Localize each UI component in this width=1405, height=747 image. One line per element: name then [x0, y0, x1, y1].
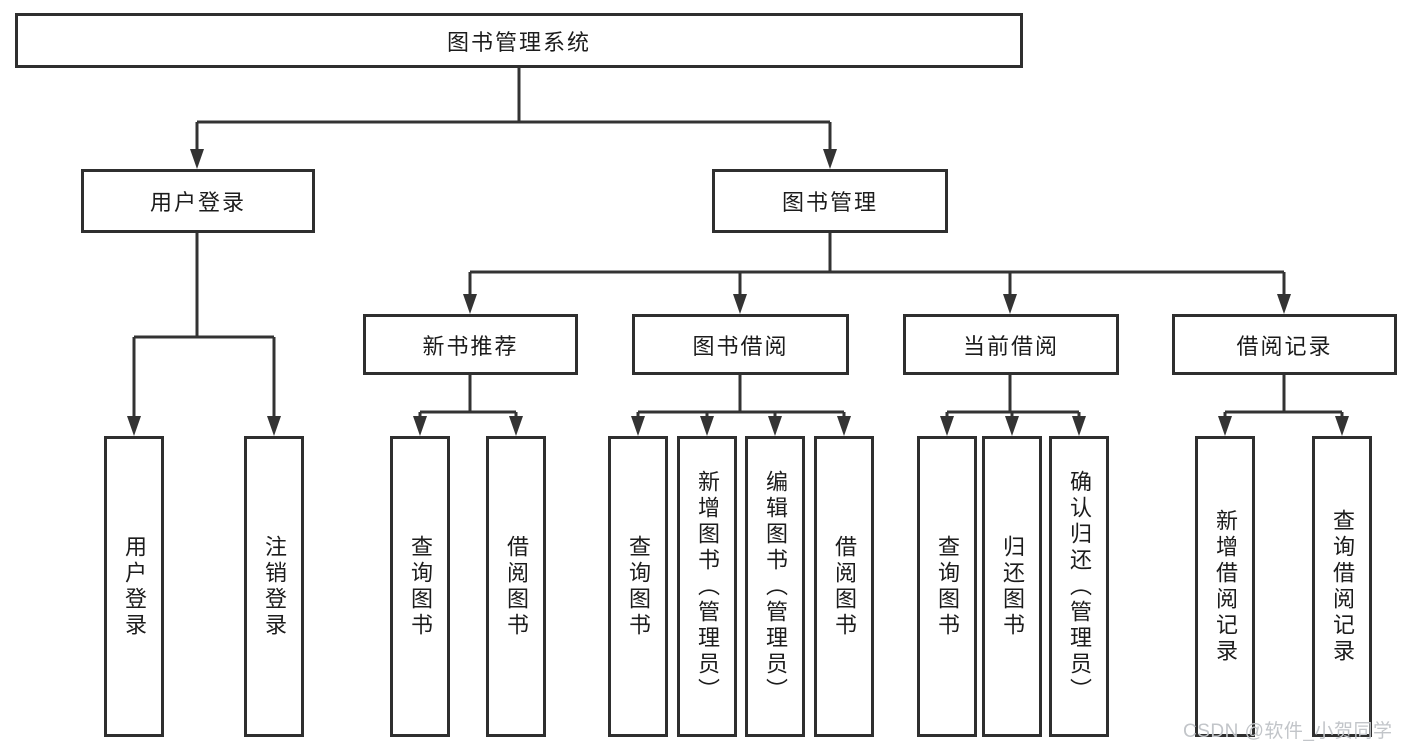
leaf-query-borrow-record: 查询借阅记录: [1312, 436, 1372, 737]
arrow-icon: [700, 416, 714, 436]
leaf-return-books: 归还图书: [982, 436, 1042, 737]
arrow-icon: [631, 416, 645, 436]
arrow-icon: [463, 294, 477, 314]
leaf-add-borrow-record: 新增借阅记录: [1195, 436, 1255, 737]
arrow-icon: [190, 149, 204, 169]
arrow-icon: [733, 294, 747, 314]
arrow-icon: [1003, 294, 1017, 314]
arrow-icon: [1218, 416, 1232, 436]
node-book-management-branch: 图书管理: [712, 169, 948, 233]
node-library-management-system: 图书管理系统: [15, 13, 1023, 68]
arrow-icon: [1005, 416, 1019, 436]
arrow-icon: [413, 416, 427, 436]
arrow-icon: [768, 416, 782, 436]
node-book-borrow: 图书借阅: [632, 314, 849, 375]
arrow-icon: [1277, 294, 1291, 314]
csdn-watermark: CSDN @软件_小贺同学: [1183, 721, 1393, 742]
leaf-add-book-admin: 新增图书（管理员）: [677, 436, 737, 737]
arrow-icon: [1335, 416, 1349, 436]
leaf-query-books-current: 查询图书: [917, 436, 977, 737]
leaf-edit-book-admin: 编辑图书（管理员）: [745, 436, 805, 737]
leaf-user-login: 用户登录: [104, 436, 164, 737]
node-new-book-recommend: 新书推荐: [363, 314, 578, 375]
node-current-borrow: 当前借阅: [903, 314, 1119, 375]
arrow-icon: [509, 416, 523, 436]
leaf-borrow-books-recommend: 借阅图书: [486, 436, 546, 737]
arrow-icon: [837, 416, 851, 436]
node-user-login-branch: 用户登录: [81, 169, 315, 233]
node-borrow-records: 借阅记录: [1172, 314, 1397, 375]
leaf-logout: 注销登录: [244, 436, 304, 737]
leaf-confirm-return-admin: 确认归还（管理员）: [1049, 436, 1109, 737]
leaf-query-books-borrow: 查询图书: [608, 436, 668, 737]
arrow-icon: [1072, 416, 1086, 436]
arrow-icon: [940, 416, 954, 436]
leaf-borrow-books: 借阅图书: [814, 436, 874, 737]
arrow-icon: [127, 416, 141, 436]
arrow-icon: [823, 149, 837, 169]
leaf-query-books-recommend: 查询图书: [390, 436, 450, 737]
arrow-icon: [267, 416, 281, 436]
